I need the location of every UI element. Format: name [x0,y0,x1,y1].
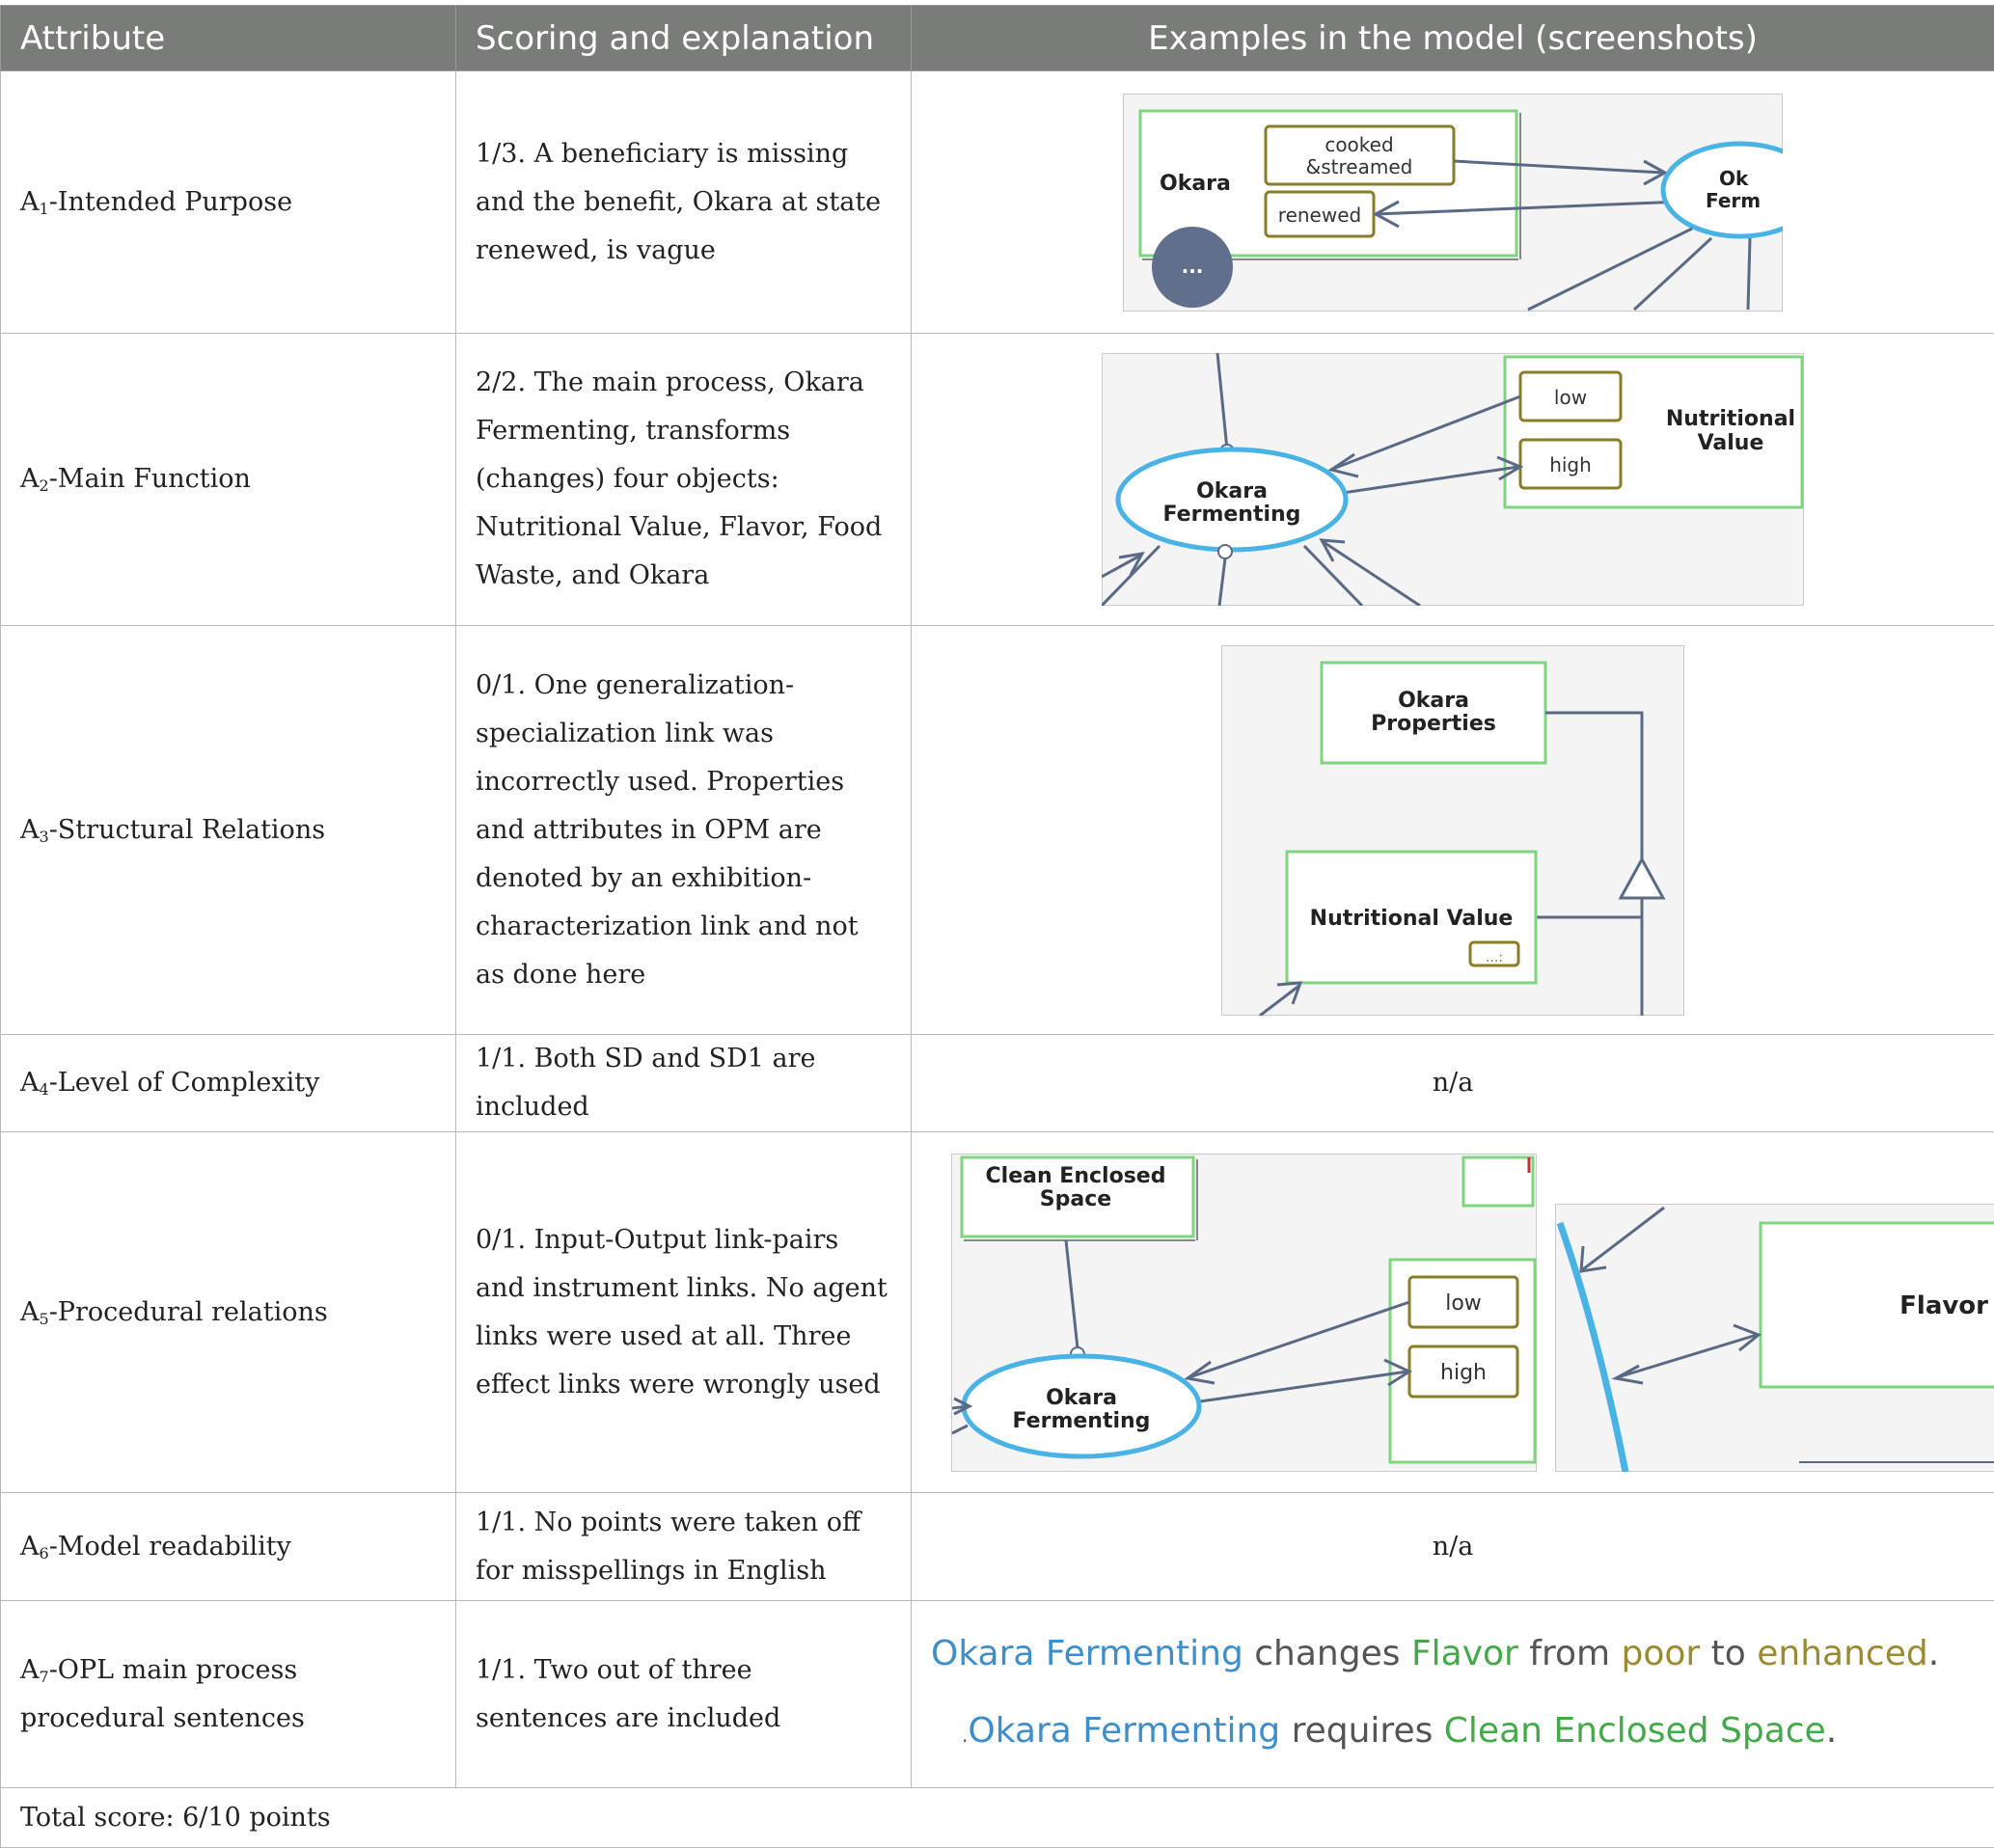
svg-text:Nutritional: Nutritional [1666,407,1795,431]
svg-text:Value: Value [1698,431,1764,455]
screenshot-main-function: Nutritional Value low high Okara Ferment… [1102,353,1804,606]
scoring-cell: 1/1. Two out of three sentences are incl… [456,1601,912,1788]
svg-text:low: low [1445,1291,1482,1316]
attribute-cell: A2-Main Function [1,334,456,626]
example-cell: Nutritional Value low high Okara Ferment… [912,334,1994,626]
table-row: A4-Level of Complexity 1/1. Both SD and … [1,1035,1994,1132]
svg-text:Fermenting: Fermenting [1013,1409,1151,1433]
opl-sentence-2: .Okara Fermenting requires Clean Enclose… [931,1709,1975,1757]
total-row: Total score: 6/10 points [1,1788,1994,1848]
scoring-cell: 1/1. Both SD and SD1 are included [456,1035,912,1132]
example-cell: n/a [912,1035,1994,1132]
opl-sentence-1: Okara Fermenting changes Flavor from poo… [931,1632,1975,1676]
screenshot-intended-purpose: Okara cooked &streamed renewed Ok Ferm [1123,94,1783,312]
table-row: A1-Intended Purpose 1/3. A beneficiary i… [1,71,1994,334]
svg-text:Flavor: Flavor [1899,1291,1988,1320]
scoring-cell: 1/1. No points were taken off for misspe… [456,1493,912,1601]
scoring-cell: 0/1. Input-Output link-pairs and instrum… [456,1132,912,1493]
table-row: A2-Main Function 2/2. The main process, … [1,334,1994,626]
total-score: Total score: 6/10 points [1,1788,1994,1848]
attribute-cell: A4-Level of Complexity [1,1035,456,1132]
attribute-cell: A5-Procedural relations [1,1132,456,1493]
header-attribute: Attribute [1,6,456,71]
svg-text:Properties: Properties [1371,712,1496,736]
attribute-cell: A1-Intended Purpose [1,71,456,334]
screenshot-procedural-relations: Clean Enclosed Space low high [931,1154,1994,1472]
example-cell: Okara cooked &streamed renewed Ok Ferm [912,71,1994,334]
attribute-cell: A6-Model readability [1,1493,456,1601]
svg-text:Ok: Ok [1719,167,1749,190]
svg-text:Okara: Okara [1196,479,1268,503]
header-row: Attribute Scoring and explanation Exampl… [1,6,1994,71]
svg-text:...: ... [1182,255,1204,278]
scoring-table: Attribute Scoring and explanation Exampl… [0,5,1994,1848]
header-scoring: Scoring and explanation [456,6,912,71]
svg-text:renewed: renewed [1278,204,1361,227]
svg-text:Okara: Okara [1160,172,1231,196]
table-row: A3-Structural Relations 0/1. One general… [1,626,1994,1035]
svg-text:Space: Space [1040,1187,1111,1211]
example-cell: Clean Enclosed Space low high [912,1132,1994,1493]
table-row: A6-Model readability 1/1. No points were… [1,1493,1994,1601]
attribute-cell: A3-Structural Relations [1,626,456,1035]
svg-text:&streamed: &streamed [1306,155,1413,178]
svg-text:high: high [1549,453,1592,476]
procedural-screenshot-right: Flavor [1556,1204,1994,1472]
scoring-cell: 1/3. A beneficiary is missing and the be… [456,71,912,334]
svg-text:Ferm: Ferm [1706,189,1761,212]
svg-text:Fermenting: Fermenting [1163,503,1301,527]
svg-text:high: high [1440,1361,1487,1385]
example-cell: n/a [912,1493,1994,1601]
example-cell: Okara Properties Nutritional Value ...: [912,626,1994,1035]
procedural-screenshot-left: Clean Enclosed Space low high [952,1154,1537,1471]
svg-text:Okara: Okara [1398,689,1469,713]
svg-text:cooked: cooked [1325,133,1393,156]
table-row: A5-Procedural relations 0/1. Input-Outpu… [1,1132,1994,1493]
attribute-cell: A7-OPL main process procedural sentences [1,1601,456,1788]
scoring-cell: 0/1. One generalization-specialization l… [456,626,912,1035]
svg-text:...:: ...: [1486,950,1503,965]
svg-text:Nutritional Value: Nutritional Value [1310,907,1514,931]
header-examples: Examples in the model (screenshots) [912,6,1994,71]
svg-text:low: low [1554,386,1587,409]
scoring-cell: 2/2. The main process, Okara Fermenting,… [456,334,912,626]
table-row: A7-OPL main process procedural sentences… [1,1601,1994,1788]
svg-text:Okara: Okara [1046,1386,1117,1410]
opl-sentences-cell: Okara Fermenting changes Flavor from poo… [912,1601,1994,1788]
screenshot-structural-relations: Okara Properties Nutritional Value ...: [1221,645,1684,1016]
svg-text:Clean Enclosed: Clean Enclosed [986,1164,1166,1188]
